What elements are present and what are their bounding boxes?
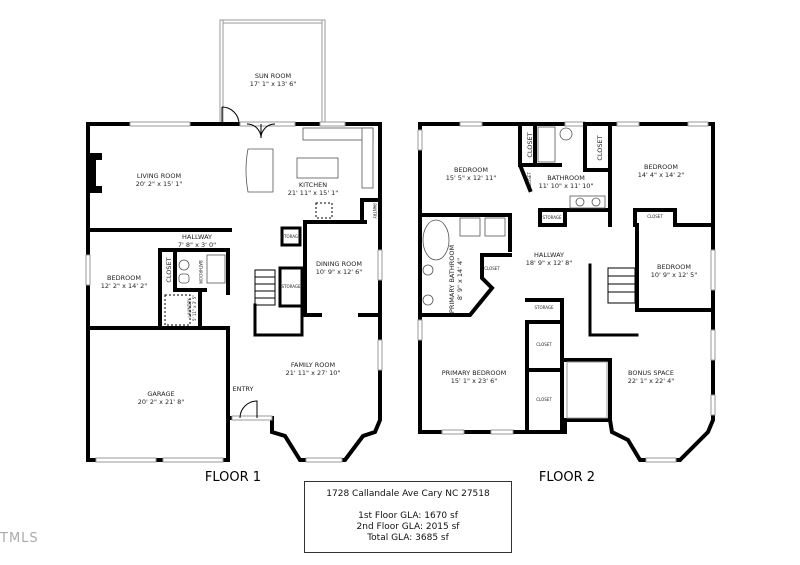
hallway-name: HALLWAY [534,251,564,259]
closet-name: CLOSET [165,257,173,282]
bedroom-e-dims: 10' 9" x 12' 5" [651,271,697,279]
watermark: TMLS [0,531,39,546]
bonus-space-dims: 22' 1" x 22' 4" [628,377,674,385]
total-gla: Total GLA: 3685 sf [367,533,449,543]
bonus-space-name: BONUS SPACE [628,369,674,377]
pantry-name: PANTRY [372,203,377,219]
bedroom-e-name: BEDROOM [657,263,691,271]
closet-d-name: CLOSET [536,397,552,402]
primary-bedroom-name: PRIMARY BEDROOM [442,369,506,377]
address: 1728 Callandale Ave Cary NC 27518 [326,489,490,499]
sun-room-name: SUN ROOM [255,72,291,80]
first-floor-gla: 1st Floor GLA: 1670 sf [358,511,458,521]
primary-bedroom-dims: 15' 1" x 23' 6" [451,377,497,385]
kitchen-name: KITCHEN [299,181,327,189]
closet-a-name: CLOSET [526,132,534,157]
floor-1-exterior-wall [86,122,382,462]
bathroom-name: BATHROOM [547,174,585,182]
kitchen-dims: 21' 11" x 15' 1" [288,189,339,197]
hallway-name: HALLWAY [182,233,212,241]
closet-c-name: CLOSET [536,342,552,347]
bedroom-ne-name: BEDROOM [644,163,678,171]
closet-pb-name: CLOSET [484,266,500,271]
floor-1-label: FLOOR 1 [205,470,261,485]
second-floor-gla: 2nd Floor GLA: 2015 sf [356,522,460,532]
bathroom-dims: 11' 10" x 11' 10" [539,182,594,190]
family-room-name: FAMILY ROOM [291,361,335,369]
storage-b-name: STORAGE [281,284,301,289]
family-room-dims: 21' 11" x 27' 10" [286,369,341,377]
bedroom-ne-dims: 14' 4" x 14' 2" [638,171,684,179]
closet-small-name: CLOSET [527,172,532,188]
bedroom-nw-dims: 15' 5" x 12' 11" [446,174,497,182]
property-info-box: 1728 Callandale Ave Cary NC 27518 1st Fl… [304,481,512,553]
storage-b-name: STORAGE [534,305,554,310]
garage-name: GARAGE [147,390,174,398]
primary-bathroom-name: PRIMARY BATHROOM [448,245,456,313]
storage-a-name: STORAGE [542,215,562,220]
closet-ne-name: CLOSET [647,214,663,219]
sun-room-dims: 17' 1" x 13' 6" [250,80,296,88]
floor-2-plan [417,121,716,463]
hallway-dims: 18' 9" x 12' 8" [526,259,572,267]
living-room-name: LIVING ROOM [137,172,181,180]
floor-1-plan [85,19,383,463]
hallway-dims: 7' 8" x 3' 0" [178,241,216,249]
garage-dims: 20' 2" x 21' 8" [138,398,184,406]
entry-name: ENTRY [232,385,253,393]
laundry-name: LAUNDRY [187,298,192,318]
dining-room-name: DINING ROOM [316,260,362,268]
storage-a-name: STORAGE [281,234,301,239]
dining-room-dims: 10' 9" x 12' 6" [316,268,362,276]
living-room-dims: 20' 2" x 15' 1" [136,180,182,188]
floor-2-label: FLOOR 2 [539,470,595,485]
floor-2-exterior-wall [418,122,715,462]
bedroom-dims: 12' 2" x 14' 2" [101,282,147,290]
primary-bathroom-dims: 8' 9" x 14' 4" [456,258,464,300]
closet-b-name: CLOSET [596,135,604,160]
bathroom-name: BATHROOM [198,260,203,284]
bedroom-name: BEDROOM [107,274,141,282]
laundry-dims: 5' 11" x 3' 5" [192,295,197,321]
bedroom-nw-name: BEDROOM [454,166,488,174]
